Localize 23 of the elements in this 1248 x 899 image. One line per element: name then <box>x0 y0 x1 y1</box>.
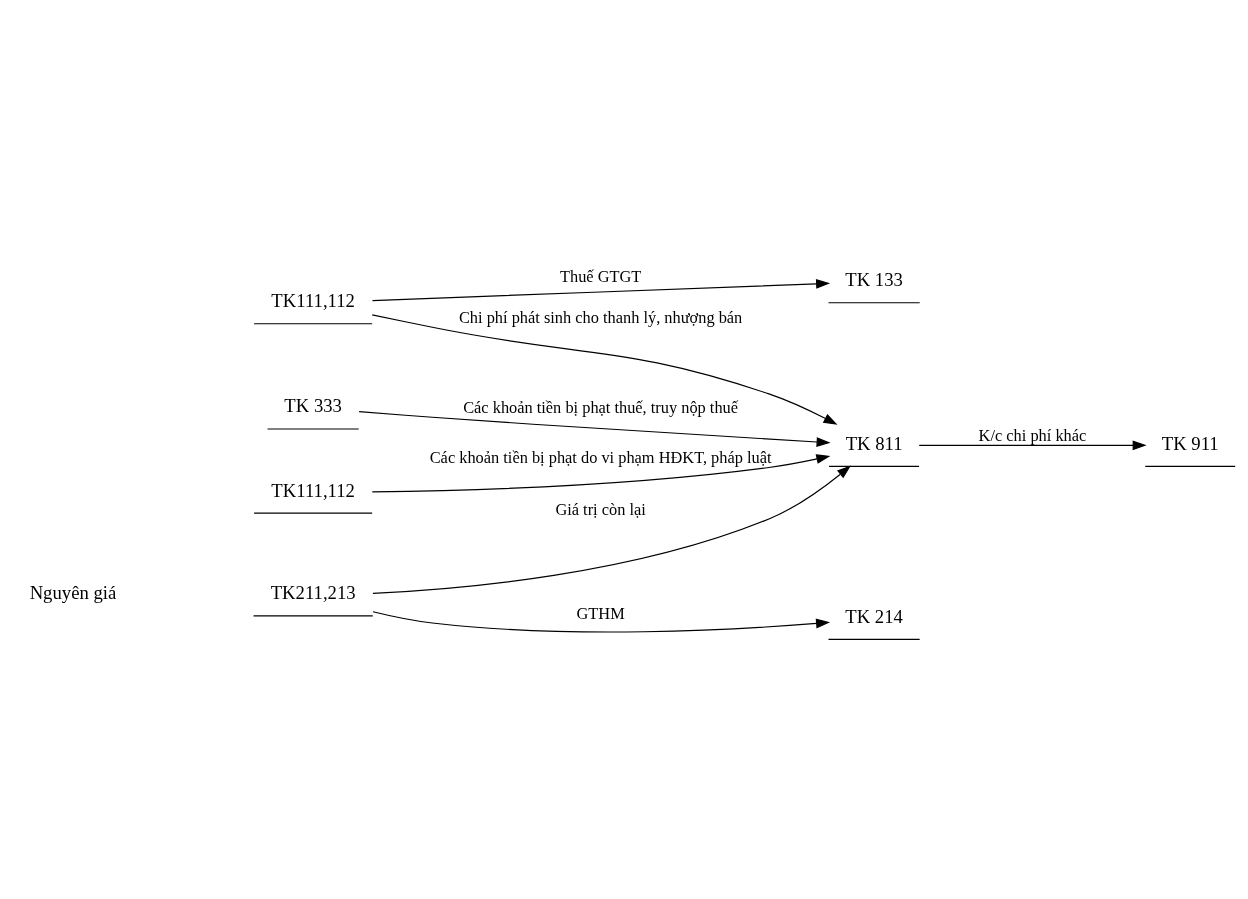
arrow <box>371 313 838 425</box>
arrow <box>371 278 831 301</box>
edge-label: Giá trị còn lại <box>555 499 646 519</box>
edge-label: Các khoản tiền bị phạt thuế, truy nộp thuế <box>463 397 739 417</box>
arrow <box>358 410 831 447</box>
node-text: TK111,112 <box>271 479 355 501</box>
node-text: TK 133 <box>845 268 903 290</box>
edge-label: Thuế GTGT <box>559 266 642 286</box>
node-text: TK 214 <box>845 605 903 627</box>
node-text: TK 911 <box>1161 432 1219 454</box>
edge-label: Chi phí phát sinh cho thanh lý, nhượng bán <box>458 307 743 327</box>
arrow <box>372 464 851 594</box>
arrow <box>371 453 831 492</box>
node-text: TK111,112 <box>271 289 355 311</box>
edge-label: Các khoản tiền bị phạt do vi phạm HĐKT, pháp luật <box>429 447 772 467</box>
node-text: TK 333 <box>284 394 342 416</box>
arrow <box>372 610 831 633</box>
label: Nguyên giá <box>29 581 117 603</box>
edge-label: K/c chi phí khác <box>978 425 1087 445</box>
node-text: TK211,213 <box>270 581 356 603</box>
node-text: TK 811 <box>845 432 903 454</box>
edge-label: GTHM <box>576 603 625 623</box>
arrow <box>918 439 1147 450</box>
